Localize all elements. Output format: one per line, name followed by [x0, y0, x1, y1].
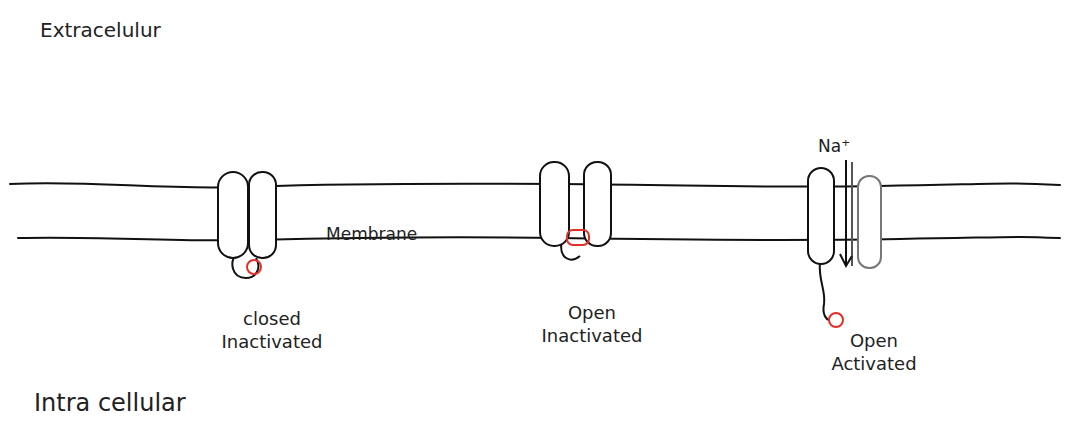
channel-subunit [808, 168, 834, 264]
membrane-bottom-line [18, 237, 1060, 241]
region-label: Intra cellular [34, 388, 186, 418]
membrane-top-line [10, 183, 1060, 188]
state-label: closed Inactivated [212, 308, 332, 353]
region-label: Extracelulur [40, 18, 161, 43]
inactivation-ball [567, 230, 589, 245]
pore-wall [851, 162, 853, 266]
state-label: Open Inactivated [532, 302, 652, 347]
sodium-flow-arrow [840, 160, 852, 266]
membrane-label: Membrane [326, 224, 417, 245]
channel-gate-tail [820, 262, 830, 320]
state-label: Open Activated [814, 330, 934, 375]
ion-label: Na⁺ [818, 136, 850, 157]
channel-subunit [540, 162, 569, 246]
inactivation-ball [247, 260, 261, 274]
inactivation-ball [829, 313, 843, 327]
channel-subunit [249, 172, 276, 258]
channel-subunit [858, 176, 881, 268]
channel-subunit [218, 172, 248, 258]
